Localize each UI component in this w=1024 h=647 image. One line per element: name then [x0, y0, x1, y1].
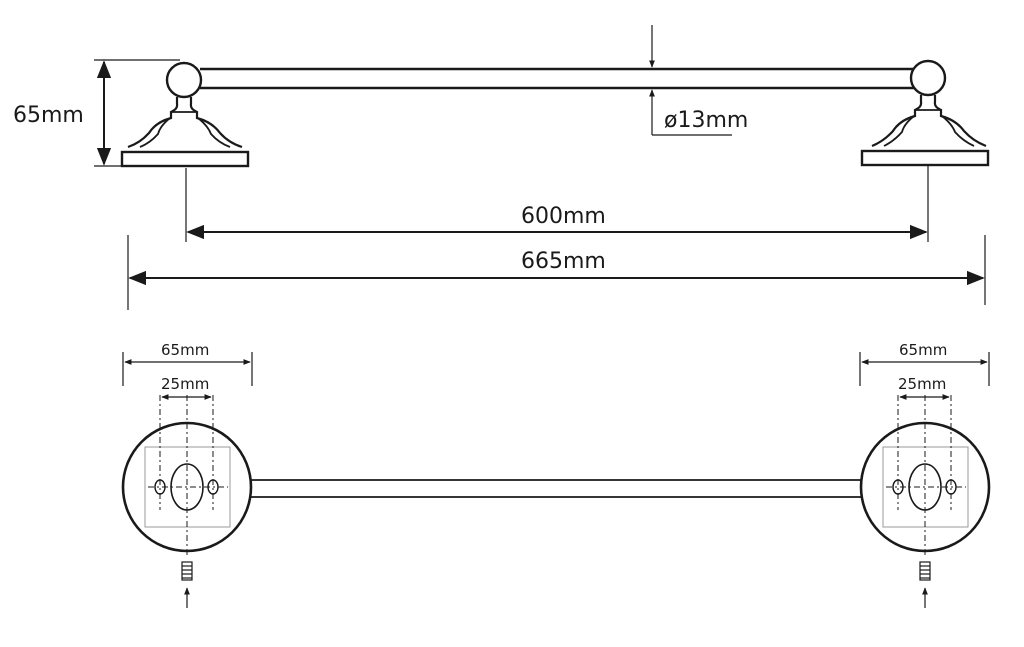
rod-plan: [251, 479, 862, 498]
right-base-width-dimension: [859, 352, 990, 386]
right-base-width-label: 65mm: [899, 341, 947, 359]
height-label: 65mm: [13, 103, 84, 128]
right-base-plate-plan: [859, 395, 991, 608]
height-dimension: [94, 59, 180, 167]
left-hole-spacing-label: 25mm: [161, 375, 209, 393]
rod-diameter-label: ø13mm: [664, 108, 748, 133]
plan-view: 65mm 25mm 65mm 25mm: [121, 341, 991, 608]
left-bracket-front: [120, 61, 250, 168]
overall-length-label: 665mm: [521, 249, 606, 274]
left-set-screw: [181, 561, 193, 608]
right-bracket-front: [860, 59, 990, 167]
rod-diameter-callout: [649, 25, 732, 136]
right-hole-spacing-label: 25mm: [898, 375, 946, 393]
right-set-screw: [919, 561, 931, 608]
center-distance-label: 600mm: [521, 204, 606, 229]
left-base-width-label: 65mm: [161, 341, 209, 359]
left-base-plate-plan: [121, 395, 253, 608]
overall-length-dimension: [127, 235, 986, 310]
left-base-width-dimension: [122, 352, 253, 386]
rod-front: [200, 67, 914, 90]
front-view: 65mm ø13mm 600mm 665mm: [13, 25, 990, 310]
center-distance-dimension: [185, 166, 929, 242]
